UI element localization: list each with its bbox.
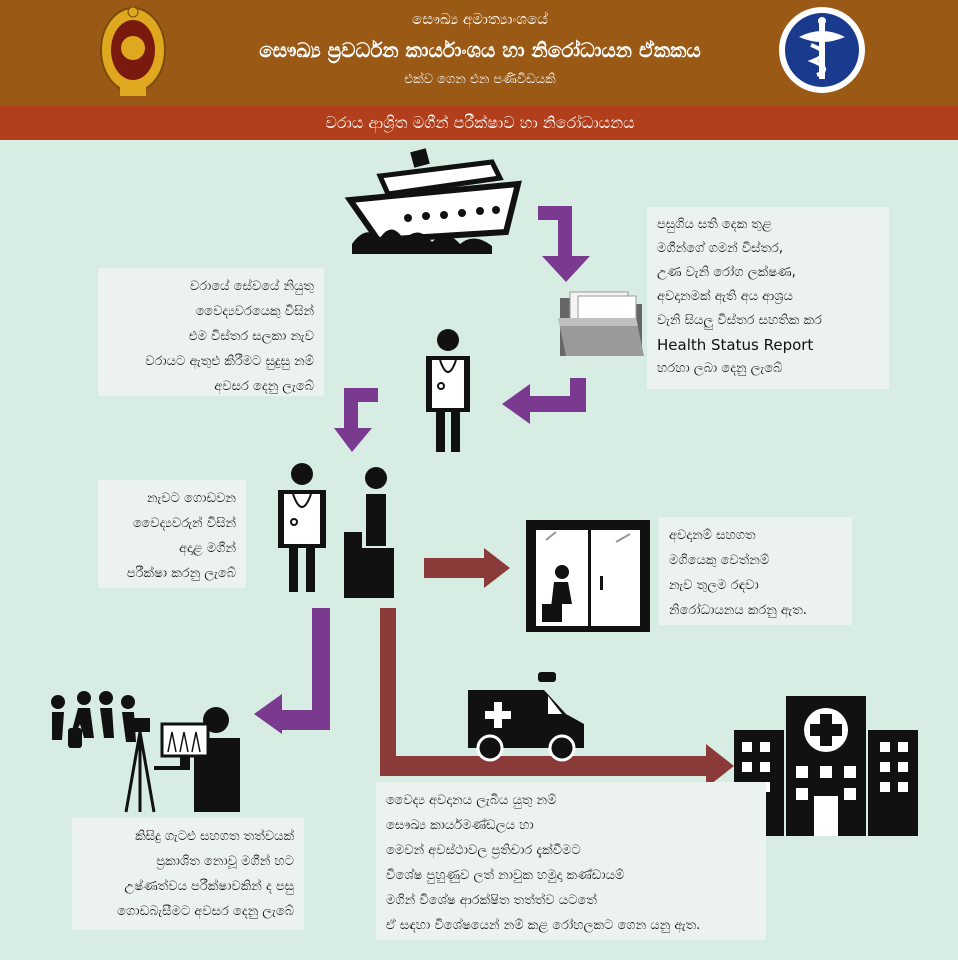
hospital-transfer-line: සෞඛ්‍ය කාර්යමණ්ඩලය හා xyxy=(386,818,534,833)
thermal-screening-box: කිසිදු ගැටළු සහගත තත්වයක් ප්‍රකාශිත නොවූ… xyxy=(72,818,304,930)
ship-doctors-line: නැවට ගොඩවන xyxy=(147,491,236,506)
ship-doctors-line: අදාළ මගීන් xyxy=(178,541,236,556)
unit-title: සෞඛ්‍ය ප්‍රවර්ධන කාර්යාංශය හා නිරෝධායන ඒ… xyxy=(259,38,701,62)
onboard-quarantine-line: මගියෙකු වෙත්නම් xyxy=(669,553,770,568)
onboard-quarantine-line: නිරෝධායනය කරනු ඇත. xyxy=(669,603,807,618)
hospital-transfer-box: වෛද්‍ය අවදානය ලැබිය යුතු නම් සෞඛ්‍ය කාර්… xyxy=(376,782,766,940)
quarantine-room-icon xyxy=(526,520,650,632)
banner-bar xyxy=(0,106,958,140)
flow-arrow-to-quarantine xyxy=(424,548,510,588)
hospital-transfer-line: මගින් විශේෂ ආරක්ෂිත තත්ත්ව යටතේ xyxy=(386,893,597,908)
health-report-line: හරහා ලබා දෙනු ලැබේ xyxy=(657,361,783,376)
medical-caduceus-logo-icon xyxy=(779,7,865,93)
thermal-screening-icon xyxy=(51,691,240,813)
banner-title: වරාය ආශ්‍රිත මගීන් පරීක්ෂාව හා නිරෝධායනය xyxy=(325,113,635,132)
flow-arrow-ship-to-folder xyxy=(538,206,590,282)
port-doctor-line: වරායේ සේවයේ නියුතු xyxy=(189,279,314,294)
flow-arrow-port-to-inspection xyxy=(334,388,378,452)
health-report-line: උණ වැනි රෝග ලක්ෂණ, xyxy=(657,265,796,280)
thermal-screening-line: කිසිදු ගැටළු සහගත තත්වයක් xyxy=(135,829,294,844)
ship-doctors-box: නැවට ගොඩවන වෛද්‍යවරුන් විසින් අදාළ මගීන්… xyxy=(98,480,246,588)
thermal-screening-line: උෂ්ණත්වය පරීක්ෂාවකින් ද පසු xyxy=(124,879,294,894)
ministry-title: සෞඛ්‍ය අමාත්‍යාංශයේ xyxy=(412,10,548,28)
health-report-line: අවදානමක් ඇති අය ආශ්‍රය xyxy=(657,289,793,304)
seated-passenger-icon xyxy=(344,467,394,598)
port-doctor-line: අවසර දෙනු ලැබේ xyxy=(214,379,314,394)
health-report-box: පසුගිය සති දෙක තුළ මගීන්ගේ ගමන් විස්තර, … xyxy=(647,207,889,389)
onboard-quarantine-box: අවදානම් සහගත මගියෙකු වෙත්නම් නැව තුලම රඳ… xyxy=(659,517,852,625)
document-folder-icon xyxy=(558,291,644,356)
ambulance-icon xyxy=(468,672,584,762)
hospital-transfer-line: විශේෂ පුහුණුව ලත් නාවුක හමුදා කණ්ඩායම් xyxy=(386,868,625,883)
hospital-transfer-line: ඒ සඳහා විශේෂයෙන් නම් කළ රෝහලකට ගෙන යනු ඇ… xyxy=(386,918,701,933)
thermal-screening-line: ප්‍රකාශිත නොවූ මගීන් හට xyxy=(156,854,294,869)
port-doctor-box: වරායේ සේවයේ නියුතු වෛද්‍යවරයෙකු විසින් එ… xyxy=(98,268,324,396)
port-doctor-icon xyxy=(426,329,470,452)
hospital-transfer-line: වෛද්‍ය අවදානය ලැබිය යුතු නම් xyxy=(386,793,557,808)
port-doctor-line: එම විස්තර සලකා නැව xyxy=(188,329,314,344)
health-report-line: මගීන්ගේ ගමන් විස්තර, xyxy=(657,241,784,256)
ship-doctors-line: පරීක්ෂා කරනු ලැබේ xyxy=(126,566,236,581)
health-report-line: පසුගිය සති දෙක තුළ xyxy=(657,217,772,232)
health-report-line: වැනි සියලු විස්තර සහතික කර xyxy=(657,313,822,328)
health-report-line: Health Status Report xyxy=(657,336,814,354)
thermal-screening-line: ගොඩබැසීමට අවසර දෙනු ලැබේ xyxy=(117,904,294,919)
tagline: එක්ව ගෙන එන පණිවිඩයකි xyxy=(404,72,556,87)
flow-arrow-folder-to-doctor xyxy=(502,378,586,424)
port-doctor-line: වෛද්‍යවරයෙකු විසින් xyxy=(195,304,314,319)
onboard-quarantine-line: අවදානම් සහගත xyxy=(669,528,756,543)
inspection-doctor-icon xyxy=(278,463,326,592)
flow-arrow-to-screening xyxy=(254,608,330,734)
cruise-ship-icon xyxy=(344,148,522,254)
onboard-quarantine-line: නැව තුලම රඳවා xyxy=(669,578,759,593)
hospital-transfer-line: මෙවන් අවස්ථාවල ප්‍රතිචාර දැක්වීමට xyxy=(386,843,581,858)
sri-lanka-emblem-icon xyxy=(100,6,166,96)
port-doctor-line: වරායට ඇතුළු කිරීමට සුදුසු නම් xyxy=(145,354,314,369)
ship-doctors-line: වෛද්‍යවරුන් විසින් xyxy=(132,516,236,531)
flow-arrow-to-hospital xyxy=(380,608,734,788)
